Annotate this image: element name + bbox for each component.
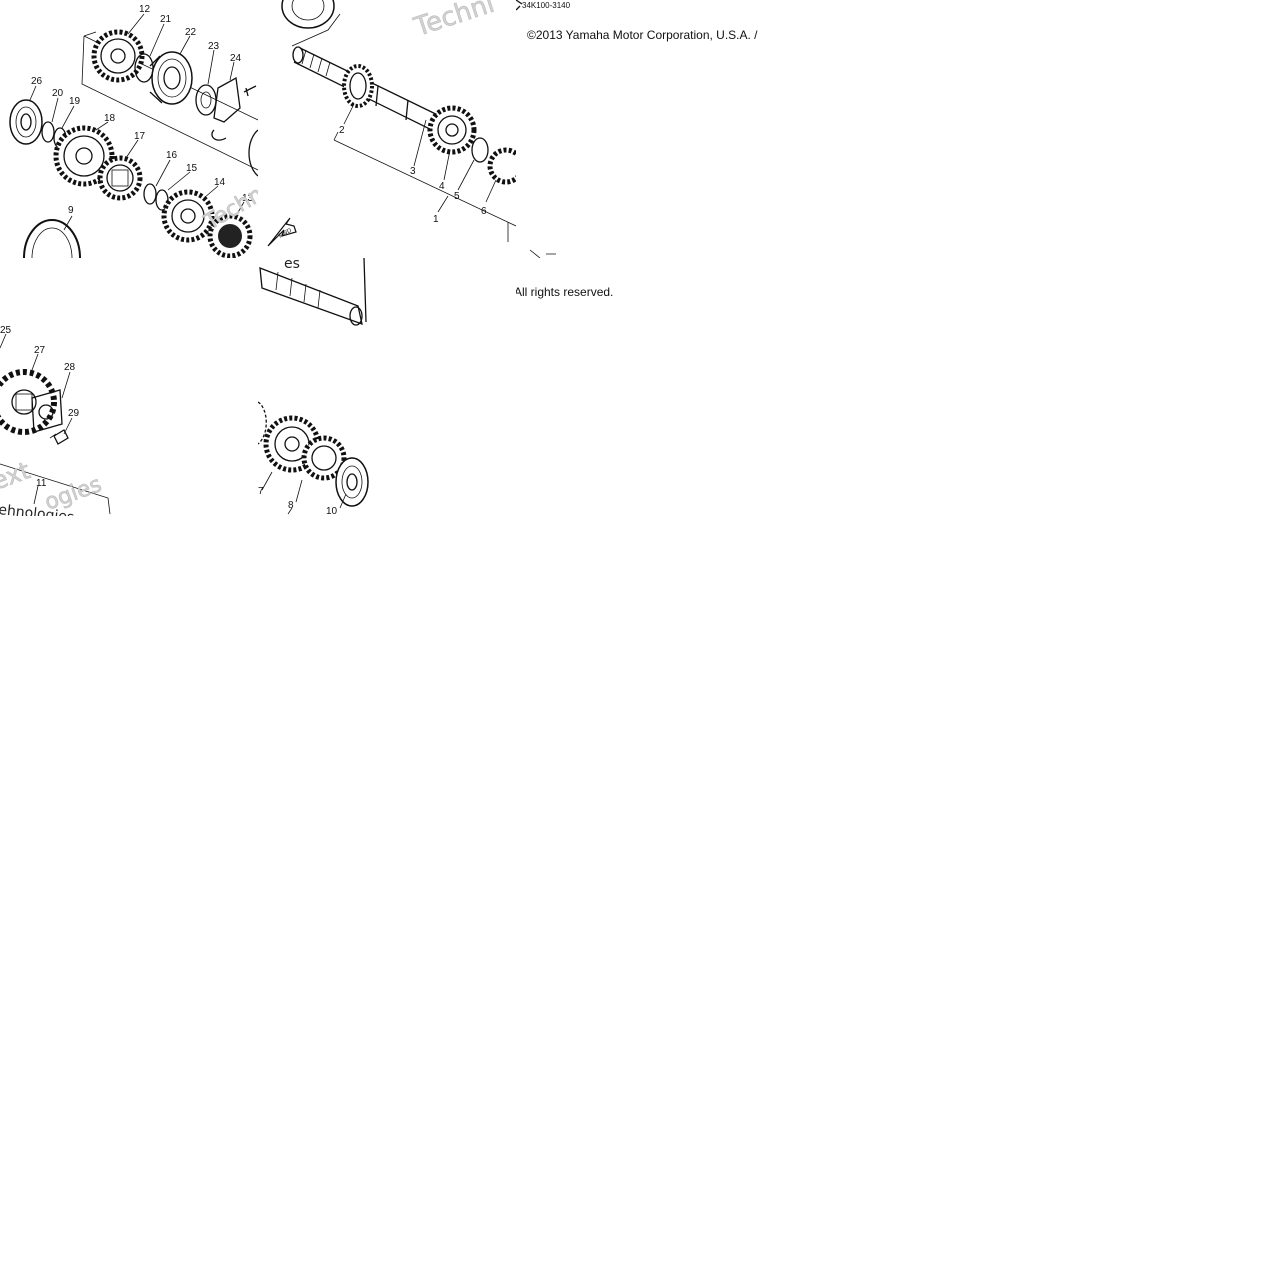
callout-2: 2: [339, 125, 345, 136]
assembly-bracket-line: [0, 463, 111, 515]
callout-26: 26: [31, 76, 43, 87]
diagram-tile-middle-center: es 7 8 10: [258, 258, 516, 516]
gear-12: [91, 29, 145, 83]
copyright-text: ©2013 Yamaha Motor Corporation, U.S.A. /: [527, 28, 758, 42]
callout-11: 11: [36, 478, 47, 489]
callout-23: 23: [208, 41, 220, 52]
callout-5: 5: [454, 191, 460, 202]
gear-4: [427, 105, 477, 155]
callout-20: 20: [52, 88, 64, 99]
gear-fragment: [516, 0, 523, 11]
drive-sprocket-exploded-view: 25 27 28 29 11 ext ogies ehnologies: [0, 325, 111, 516]
assembly-bracket-tick: [333, 131, 509, 242]
callout-8: 8: [288, 500, 294, 511]
watermark-text: ext: [0, 456, 34, 495]
callout-4: 4: [439, 181, 445, 192]
seal-23: [195, 84, 217, 116]
gear-fragment: [248, 129, 258, 177]
callout-6: 6: [481, 206, 487, 217]
assembly-bracket-line: [291, 13, 341, 47]
sprocket-27: [0, 369, 57, 435]
assembly-bracket-line: [333, 139, 516, 227]
gear-8: [301, 435, 347, 481]
callout-28: 28: [64, 362, 76, 373]
gear-fragment: [258, 401, 267, 445]
callout-27: 27: [34, 345, 46, 356]
retainer-plate-24: [213, 76, 241, 123]
main-axle-shaft: [292, 46, 449, 137]
callout-16: 16: [166, 150, 178, 161]
diagram-tile-top-left: 12 21 22 23 24 26 20 19 18 17 16 15 14 1…: [0, 0, 258, 258]
copyright-tile-art: 34K100-3140: [516, 0, 571, 258]
diagram-tile-top-middle: FWD 2 3 4 5 6 1 Techni: [258, 0, 516, 258]
callout-15: 15: [186, 163, 198, 174]
callout-25: 25: [0, 325, 12, 336]
callout-22: 22: [185, 27, 197, 38]
washer-20: [41, 121, 55, 143]
bearing-26: [9, 99, 43, 145]
shaft-end: [259, 258, 367, 326]
callout-18: 18: [104, 113, 116, 124]
washer-16: [143, 183, 157, 205]
callout-12: 12: [139, 4, 151, 15]
bearing-10: [335, 457, 369, 507]
callout-9: 9: [68, 205, 74, 216]
main-axle-exploded-view: FWD 2 3 4 5 6 1 Techni: [267, 0, 516, 247]
callout-10: 10: [326, 506, 338, 516]
diagram-tile-middle-left: 25 27 28 29 11 ext ogies ehnologies: [0, 258, 258, 516]
assembly-bracket-line: [81, 31, 258, 171]
watermark-text: es: [284, 258, 300, 272]
callout-24: 24: [230, 53, 242, 64]
watermark-text: Techni: [410, 0, 498, 43]
washer-5: [471, 137, 489, 163]
gear-6: [487, 147, 516, 185]
gear-13: [207, 213, 253, 258]
callout-3: 3: [410, 166, 416, 177]
callout-21: 21: [160, 14, 172, 25]
bolt-29: [49, 429, 69, 445]
bracket-fragment: [529, 249, 556, 258]
gear-18: [53, 125, 115, 187]
bearing-22: [149, 51, 193, 105]
part-9: [23, 219, 81, 258]
gear-14: [161, 189, 215, 243]
rights-text: All rights reserved.: [516, 285, 614, 299]
drive-axle-exploded-view: 12 21 22 23 24 26 20 19 18 17 16 15 14 1…: [9, 4, 258, 258]
diagram-tile-top-right: 34K100-3140 ©2013 Yamaha Motor Corporati…: [516, 0, 774, 258]
callout-19: 19: [69, 96, 81, 107]
fwd-arrow-icon: FWD: [267, 217, 297, 247]
assembly-bracket-tick: [287, 507, 293, 515]
retainer-plate-24-hook: [211, 129, 227, 141]
bolt: [243, 85, 257, 97]
diagram-tile-middle-right: All rights reserved.: [516, 258, 774, 516]
callout-29: 29: [68, 408, 80, 419]
part-code: 34K100-3140: [522, 1, 571, 10]
callout-17: 17: [134, 131, 146, 142]
callout-14: 14: [214, 177, 226, 188]
callout-13: 13: [242, 193, 254, 204]
countershaft-exploded-view: es 7 8 10: [258, 258, 369, 516]
gear-2: [342, 64, 374, 108]
gear-17: [97, 155, 143, 201]
lock-washer-28: [31, 389, 63, 433]
callout-7: 7: [258, 486, 264, 497]
bearing-fragment: [281, 0, 335, 29]
callout-1: 1: [433, 214, 439, 225]
lock-washer-28-hole: [38, 404, 54, 420]
